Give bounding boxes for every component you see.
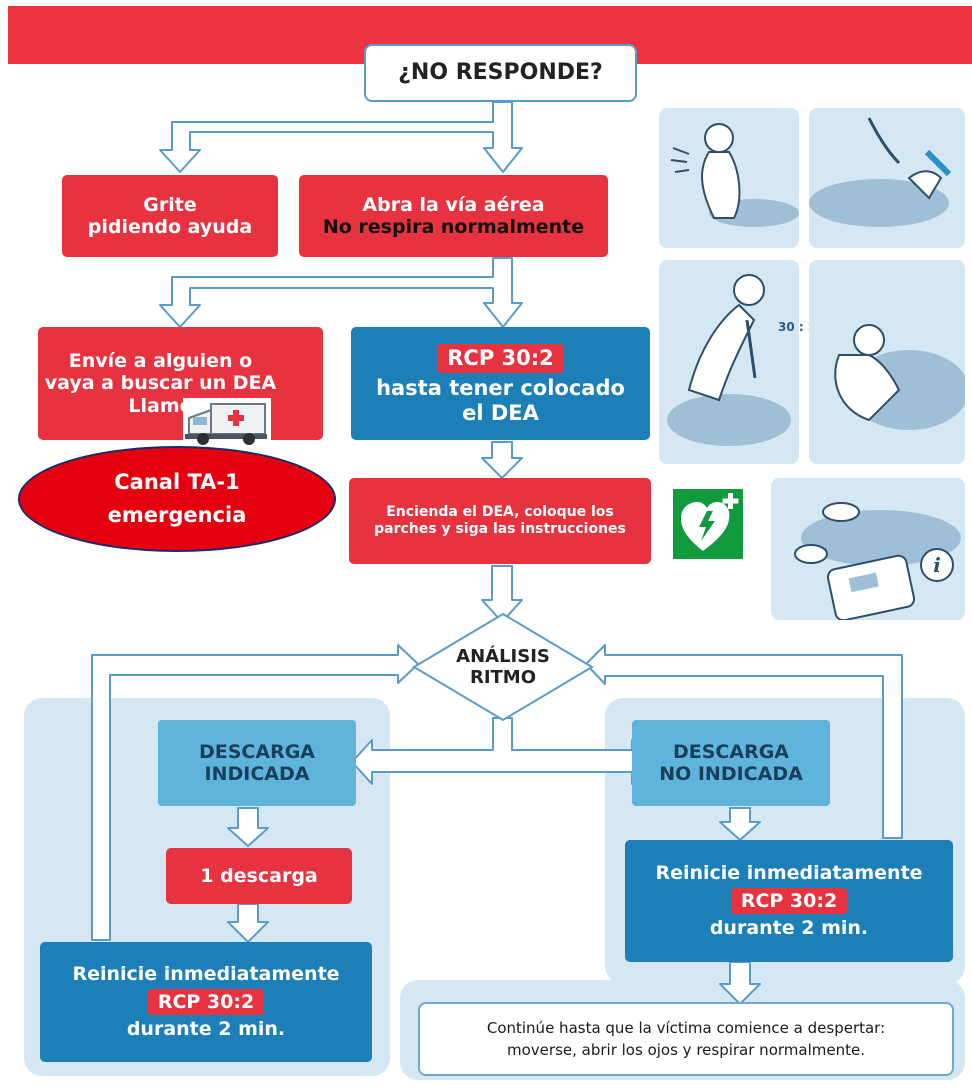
- restart-cpr-right-duration: durante 2 min.: [709, 917, 869, 940]
- shock-advised-text: DESCARGA INDICADA: [198, 740, 315, 785]
- page-title-text: ¿NO RESPONDE?: [398, 60, 603, 86]
- illustration-chest-compressions: [659, 260, 799, 464]
- cpr-until-aed-text: hasta tener colocado el DEA: [376, 376, 625, 425]
- one-shock-box: 1 descarga: [166, 848, 352, 904]
- info-icon: i: [920, 548, 954, 582]
- no-shock-advised-text: DESCARGA NO INDICADA: [659, 740, 803, 785]
- restart-cpr-right-label: Reinicie inmediatamente: [655, 862, 923, 885]
- emergency-channel-text: Canal TA-1 emergencia: [107, 470, 247, 527]
- step-shout-text: Grite pidiendo ayuda: [87, 193, 253, 238]
- step-not-breathing-text: No respira normalmente: [322, 216, 585, 238]
- rhythm-analysis-label: ANÁLISIS RITMO: [412, 612, 594, 722]
- illustration-check-response: [659, 108, 799, 248]
- rhythm-analysis-text: ANÁLISIS RITMO: [456, 645, 550, 688]
- ambulance-icon: [183, 398, 271, 448]
- compression-ratio-label: 30 : 2: [778, 320, 817, 334]
- no-shock-advised-box: DESCARGA NO INDICADA: [632, 720, 830, 806]
- cpr-ratio-pill: RCP 30:2: [437, 344, 564, 374]
- continue-until-wakes-text: Continúe hasta que la víctima comience a…: [486, 1018, 886, 1060]
- step-shout-for-help: Grite pidiendo ayuda: [62, 175, 278, 257]
- one-shock-text: 1 descarga: [200, 864, 318, 887]
- aed-heart-icon: [673, 489, 743, 559]
- aed-instructions-text: Encienda el DEA, coloque los parches y s…: [374, 504, 626, 537]
- step-send-for-aed: Envíe a alguien o vaya a buscar un DEA L…: [38, 327, 323, 440]
- restart-cpr-right: Reinicie inmediatamente RCP 30:2 durante…: [625, 840, 953, 962]
- step-airway-text: Abra la vía aérea: [362, 193, 545, 216]
- restart-cpr-left-pill: RCP 30:2: [147, 988, 265, 1016]
- step-send-text: Envíe a alguien o vaya a buscar un DEA L…: [44, 349, 277, 417]
- restart-cpr-left-label: Reinicie inmediatamente: [72, 963, 340, 986]
- restart-cpr-right-pill: RCP 30:2: [730, 887, 848, 915]
- step-open-airway: Abra la vía aérea No respira normalmente: [299, 175, 608, 257]
- emergency-channel-badge: Canal TA-1 emergencia: [18, 446, 336, 552]
- page-title: ¿NO RESPONDE?: [364, 44, 637, 102]
- analysis-diamond: [412, 612, 594, 722]
- illustration-open-airway: [809, 108, 965, 248]
- continue-until-wakes-box: Continúe hasta que la víctima comience a…: [418, 1002, 954, 1076]
- restart-cpr-left: Reinicie inmediatamente RCP 30:2 durante…: [40, 942, 372, 1062]
- step-turn-on-aed: Encienda el DEA, coloque los parches y s…: [349, 478, 651, 564]
- illustration-rescue-breaths: [809, 260, 969, 464]
- step-cpr-until-aed: RCP 30:2 hasta tener colocado el DEA: [351, 327, 650, 440]
- shock-advised-box: DESCARGA INDICADA: [158, 720, 356, 806]
- restart-cpr-left-duration: durante 2 min.: [126, 1018, 286, 1041]
